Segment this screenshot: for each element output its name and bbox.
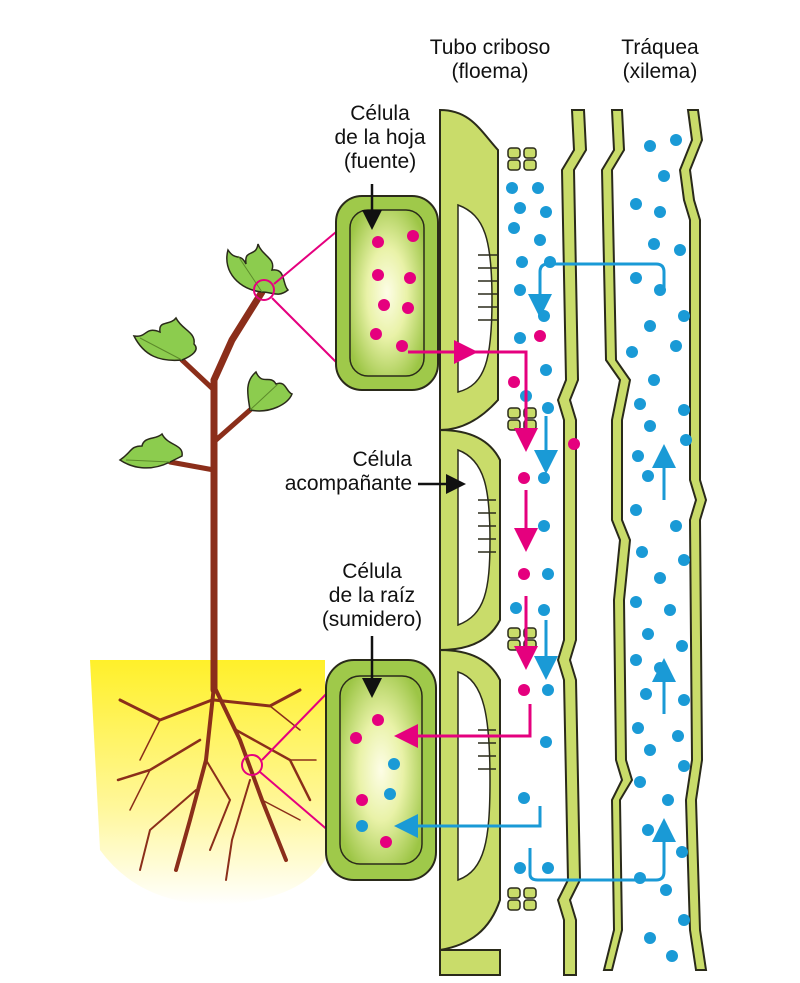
vessel-label: Tráquea (xilema) bbox=[604, 36, 716, 84]
sieve-tube-label: Tubo criboso (floema) bbox=[420, 36, 560, 84]
plasmodesmata bbox=[478, 254, 498, 770]
xylem-walls bbox=[600, 109, 708, 971]
soil-area bbox=[90, 660, 325, 905]
leaf-cell-line1: Célula bbox=[350, 102, 410, 125]
water-flow-arrows bbox=[394, 262, 676, 882]
sieve-tube-title: Tubo criboso bbox=[429, 36, 551, 59]
water-dot bbox=[356, 134, 692, 962]
vessel-subtitle: (xilema) bbox=[622, 60, 698, 83]
leaf-cell-line2: de la hoja bbox=[334, 126, 426, 149]
leaf-veins bbox=[125, 255, 279, 463]
root-cell-label: Célula de la raíz (sumidero) bbox=[312, 560, 432, 632]
zoom-leaf bbox=[253, 231, 337, 363]
sugar-flow-arrows bbox=[394, 340, 538, 748]
root-cell-line1: Célula bbox=[342, 560, 402, 583]
leaf-cell-label: Célula de la hoja (fuente) bbox=[326, 102, 434, 174]
sieve-tube-subtitle: (floema) bbox=[451, 60, 529, 83]
zoom-root bbox=[241, 689, 331, 833]
leaf-cell bbox=[335, 195, 439, 391]
companion-cell-line2: acompañante bbox=[284, 472, 412, 495]
companion-cell-line1: Célula bbox=[352, 448, 412, 471]
leaf-cell-line3: (fuente) bbox=[343, 150, 417, 173]
label-arrows bbox=[362, 184, 466, 698]
root-cell bbox=[325, 659, 437, 881]
plant-stem bbox=[167, 288, 266, 694]
root-cell-line2: de la raíz bbox=[328, 584, 416, 607]
leaf-icon bbox=[118, 243, 293, 469]
sugar-dot bbox=[350, 230, 580, 848]
companion-cell-label: Célula acompañante bbox=[276, 448, 412, 496]
root-cell-line3: (sumidero) bbox=[321, 608, 423, 631]
roots bbox=[116, 684, 317, 881]
vessel-title: Tráquea bbox=[621, 36, 699, 59]
